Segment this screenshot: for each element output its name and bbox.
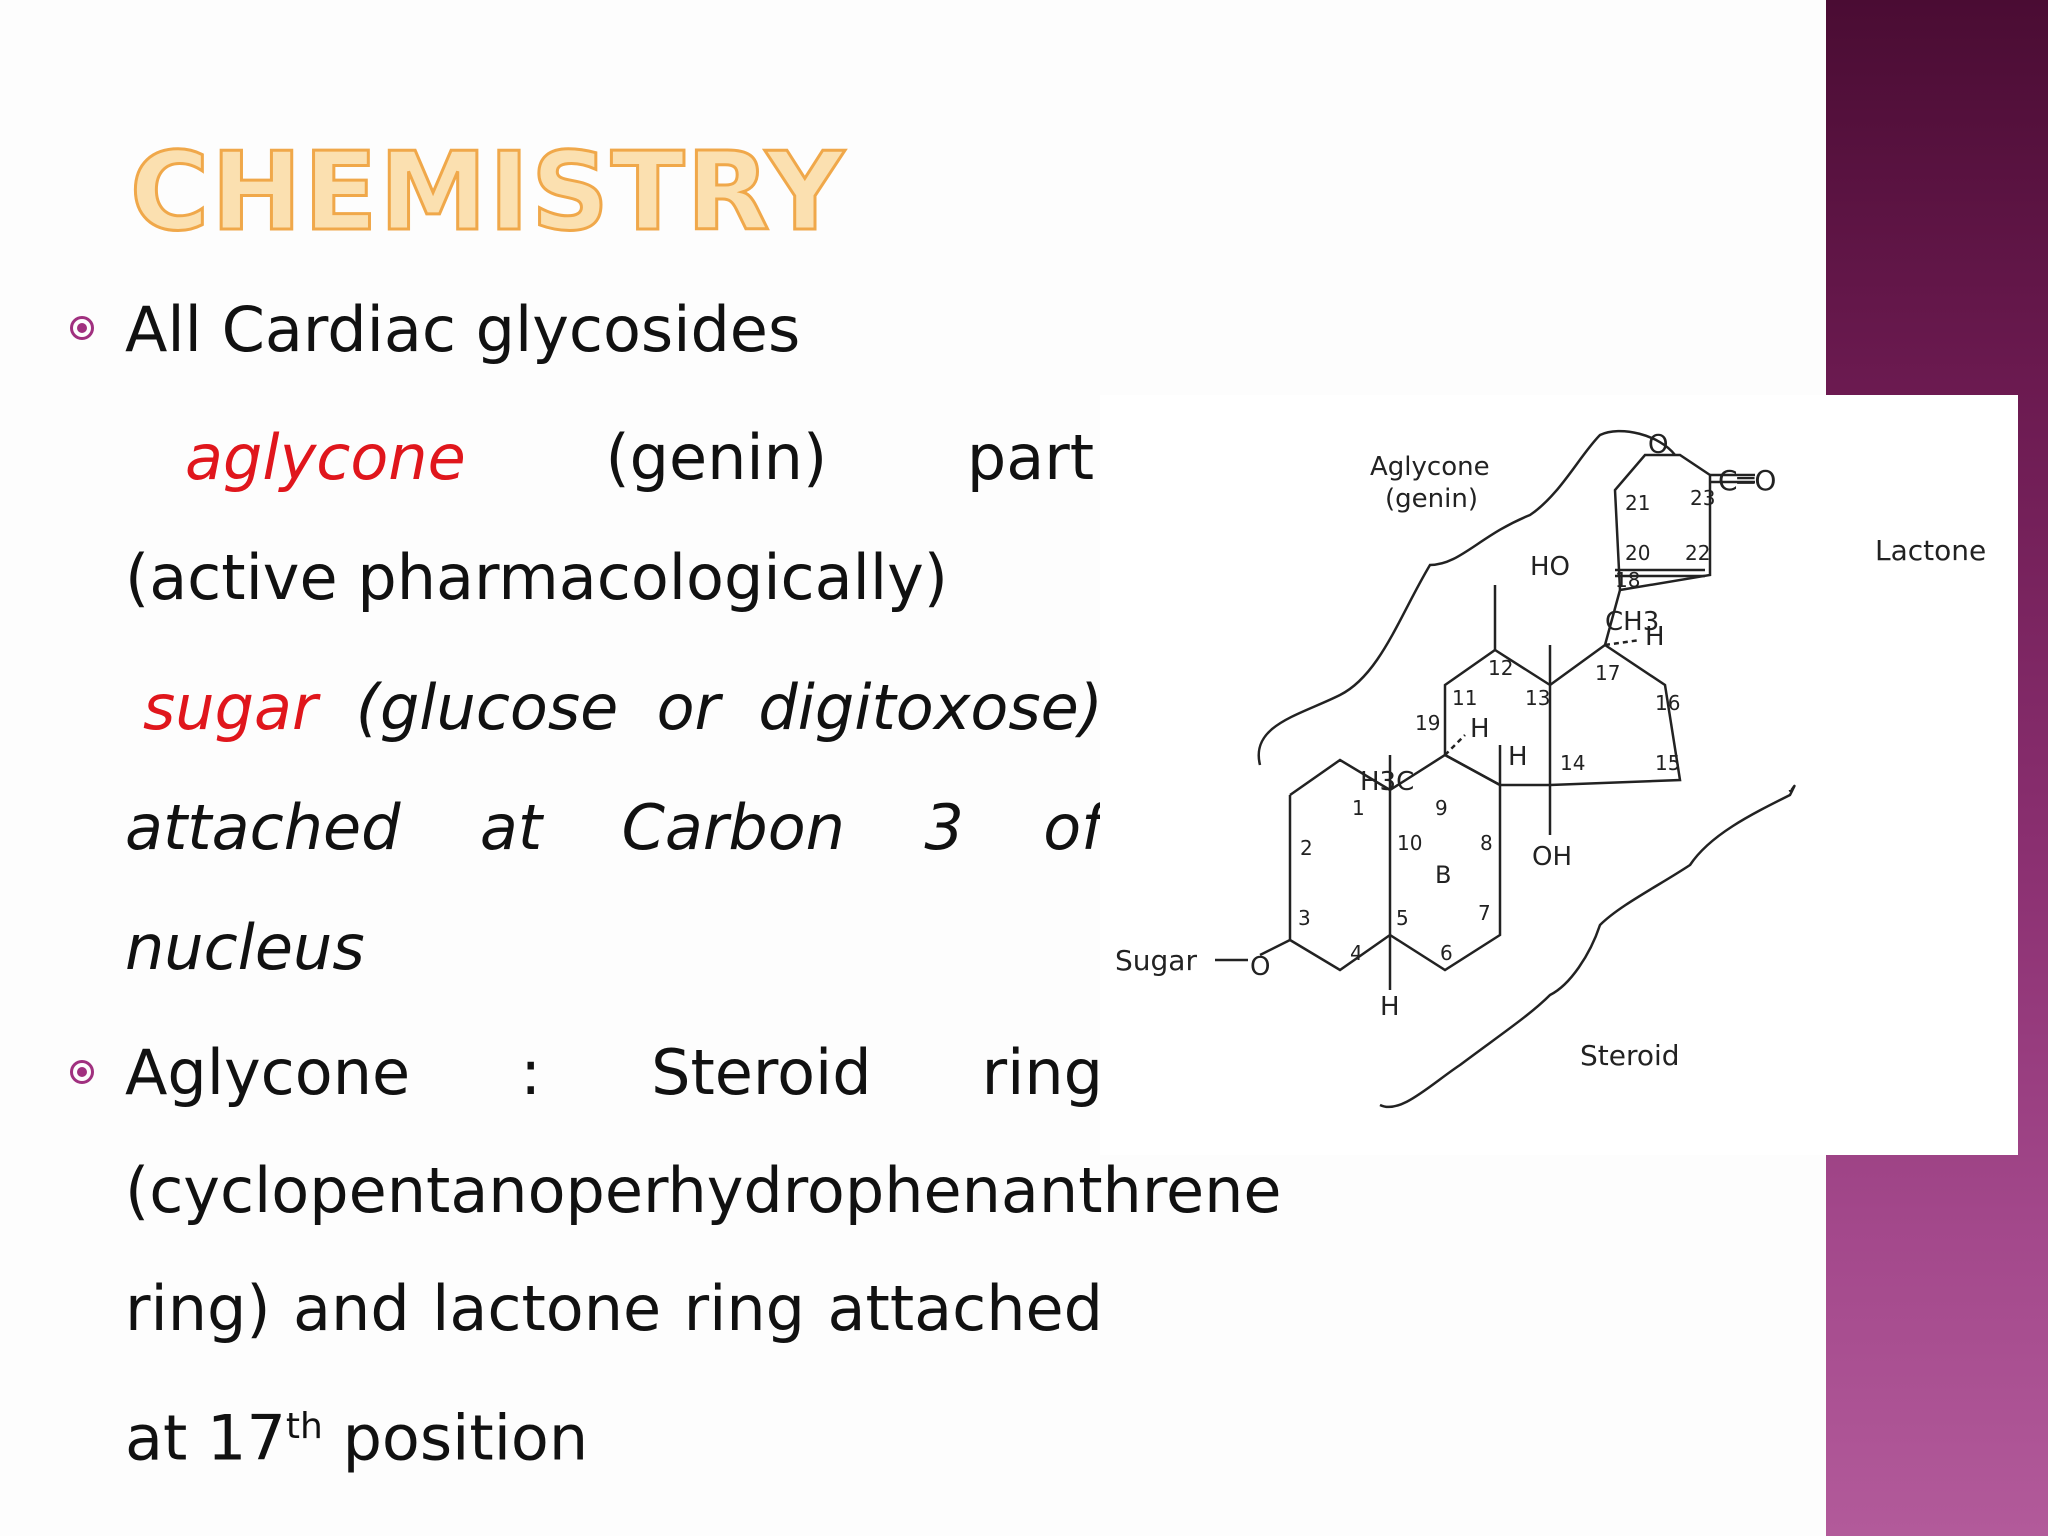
sugar-label: Sugar — [1115, 944, 1197, 977]
position-11: 11 — [1452, 686, 1477, 710]
carbonyl-label: C═O — [1718, 464, 1776, 497]
steroid-label: Steroid — [1580, 1039, 1680, 1072]
h3c-label: H3C — [1360, 767, 1414, 797]
bullet-2-paragraph: Aglycone : Steroid ring (cyclopentanoper… — [125, 1014, 1282, 1498]
h-label-c9: H — [1470, 714, 1490, 744]
oh-label: OH — [1532, 842, 1572, 872]
c9-h-bond — [1444, 734, 1466, 756]
slide-title: CHEMISTRY — [129, 129, 846, 257]
aglycone-paragraph: aglycone (genin) part (active pharmacolo… — [125, 398, 1103, 638]
genin-label: (genin) — [1385, 484, 1478, 514]
position-20: 20 — [1625, 541, 1650, 565]
bullet-2-end: position — [342, 1401, 589, 1475]
bullet-1-text: All Cardiac glycosides — [125, 293, 801, 366]
ring-b-label: B — [1435, 861, 1451, 889]
position-18: 18 — [1615, 568, 1640, 592]
bullet-item-2: Aglycone : Steroid ring (cyclopentanoper… — [70, 1014, 1282, 1498]
position-17: 17 — [1595, 661, 1620, 685]
sugar-description: (glucose or digitoxose) attached at Carb… — [125, 671, 1103, 984]
position-3: 3 — [1298, 906, 1311, 930]
h-label-c8: H — [1508, 742, 1528, 772]
position-1: 1 — [1352, 796, 1365, 820]
position-8: 8 — [1480, 831, 1493, 855]
ch3-label: CH3 — [1605, 607, 1659, 637]
position-2: 2 — [1300, 836, 1313, 860]
bullet-icon — [70, 1060, 94, 1084]
position-15: 15 — [1655, 751, 1680, 775]
position-19: 19 — [1415, 711, 1440, 735]
sugar-paragraph: sugar (glucose or digitoxose) attached a… — [125, 648, 1103, 1008]
active-pharma-text: (active pharmacologically) — [125, 541, 948, 614]
steroid-brace — [1379, 784, 1796, 1109]
position-14: 14 — [1560, 751, 1585, 775]
bullet-2-text: Aglycone : Steroid ring (cyclopentanoper… — [125, 1036, 1282, 1475]
h-label-c17: H — [1645, 622, 1665, 652]
sugar-term: sugar — [143, 671, 318, 744]
bullet-item-1: All Cardiac glycosides — [70, 280, 1070, 380]
c17-lactone-bond — [1603, 589, 1622, 646]
ho-label: HO — [1530, 552, 1570, 582]
position-4: 4 — [1350, 941, 1363, 965]
position-12: 12 — [1488, 656, 1513, 680]
position-23: 23 — [1690, 486, 1715, 510]
bullet-icon — [70, 316, 94, 340]
lactone-o-label: O — [1648, 430, 1668, 460]
ring-b — [1389, 753, 1502, 972]
cardiac-glycoside-structure-diagram: Aglycone (genin) Lactone Steroid Sugar O… — [1100, 395, 2018, 1155]
position-7: 7 — [1478, 901, 1491, 925]
o-sugar-label: O — [1250, 952, 1270, 982]
position-13: 13 — [1525, 686, 1550, 710]
aglycone-label: Aglycone — [1370, 452, 1490, 482]
c17-h-bond — [1604, 638, 1641, 647]
aglycone-brace — [1257, 429, 1676, 766]
ring-d — [1549, 643, 1682, 787]
position-5: 5 — [1396, 906, 1409, 930]
structure-svg: Aglycone (genin) Lactone Steroid Sugar O… — [1115, 429, 1986, 1109]
lactone-label: Lactone — [1875, 534, 1986, 567]
position-6: 6 — [1440, 941, 1453, 965]
part-text: part — [966, 421, 1095, 494]
ordinal-suffix: th — [285, 1406, 323, 1447]
aglycone-term: aglycone — [185, 421, 466, 494]
h-label-c5: H — [1380, 992, 1400, 1022]
genin-text: (genin) — [605, 421, 828, 494]
c3-o-bond — [1259, 938, 1291, 957]
position-21: 21 — [1625, 491, 1650, 515]
position-9: 9 — [1435, 796, 1448, 820]
ring-c — [1443, 648, 1552, 787]
position-16: 16 — [1655, 691, 1680, 715]
position-22: 22 — [1685, 541, 1710, 565]
lactone-ring — [1613, 453, 1712, 592]
slide-body: All Cardiac glycosides aglycone (genin) … — [70, 280, 1282, 1498]
position-10: 10 — [1397, 831, 1422, 855]
